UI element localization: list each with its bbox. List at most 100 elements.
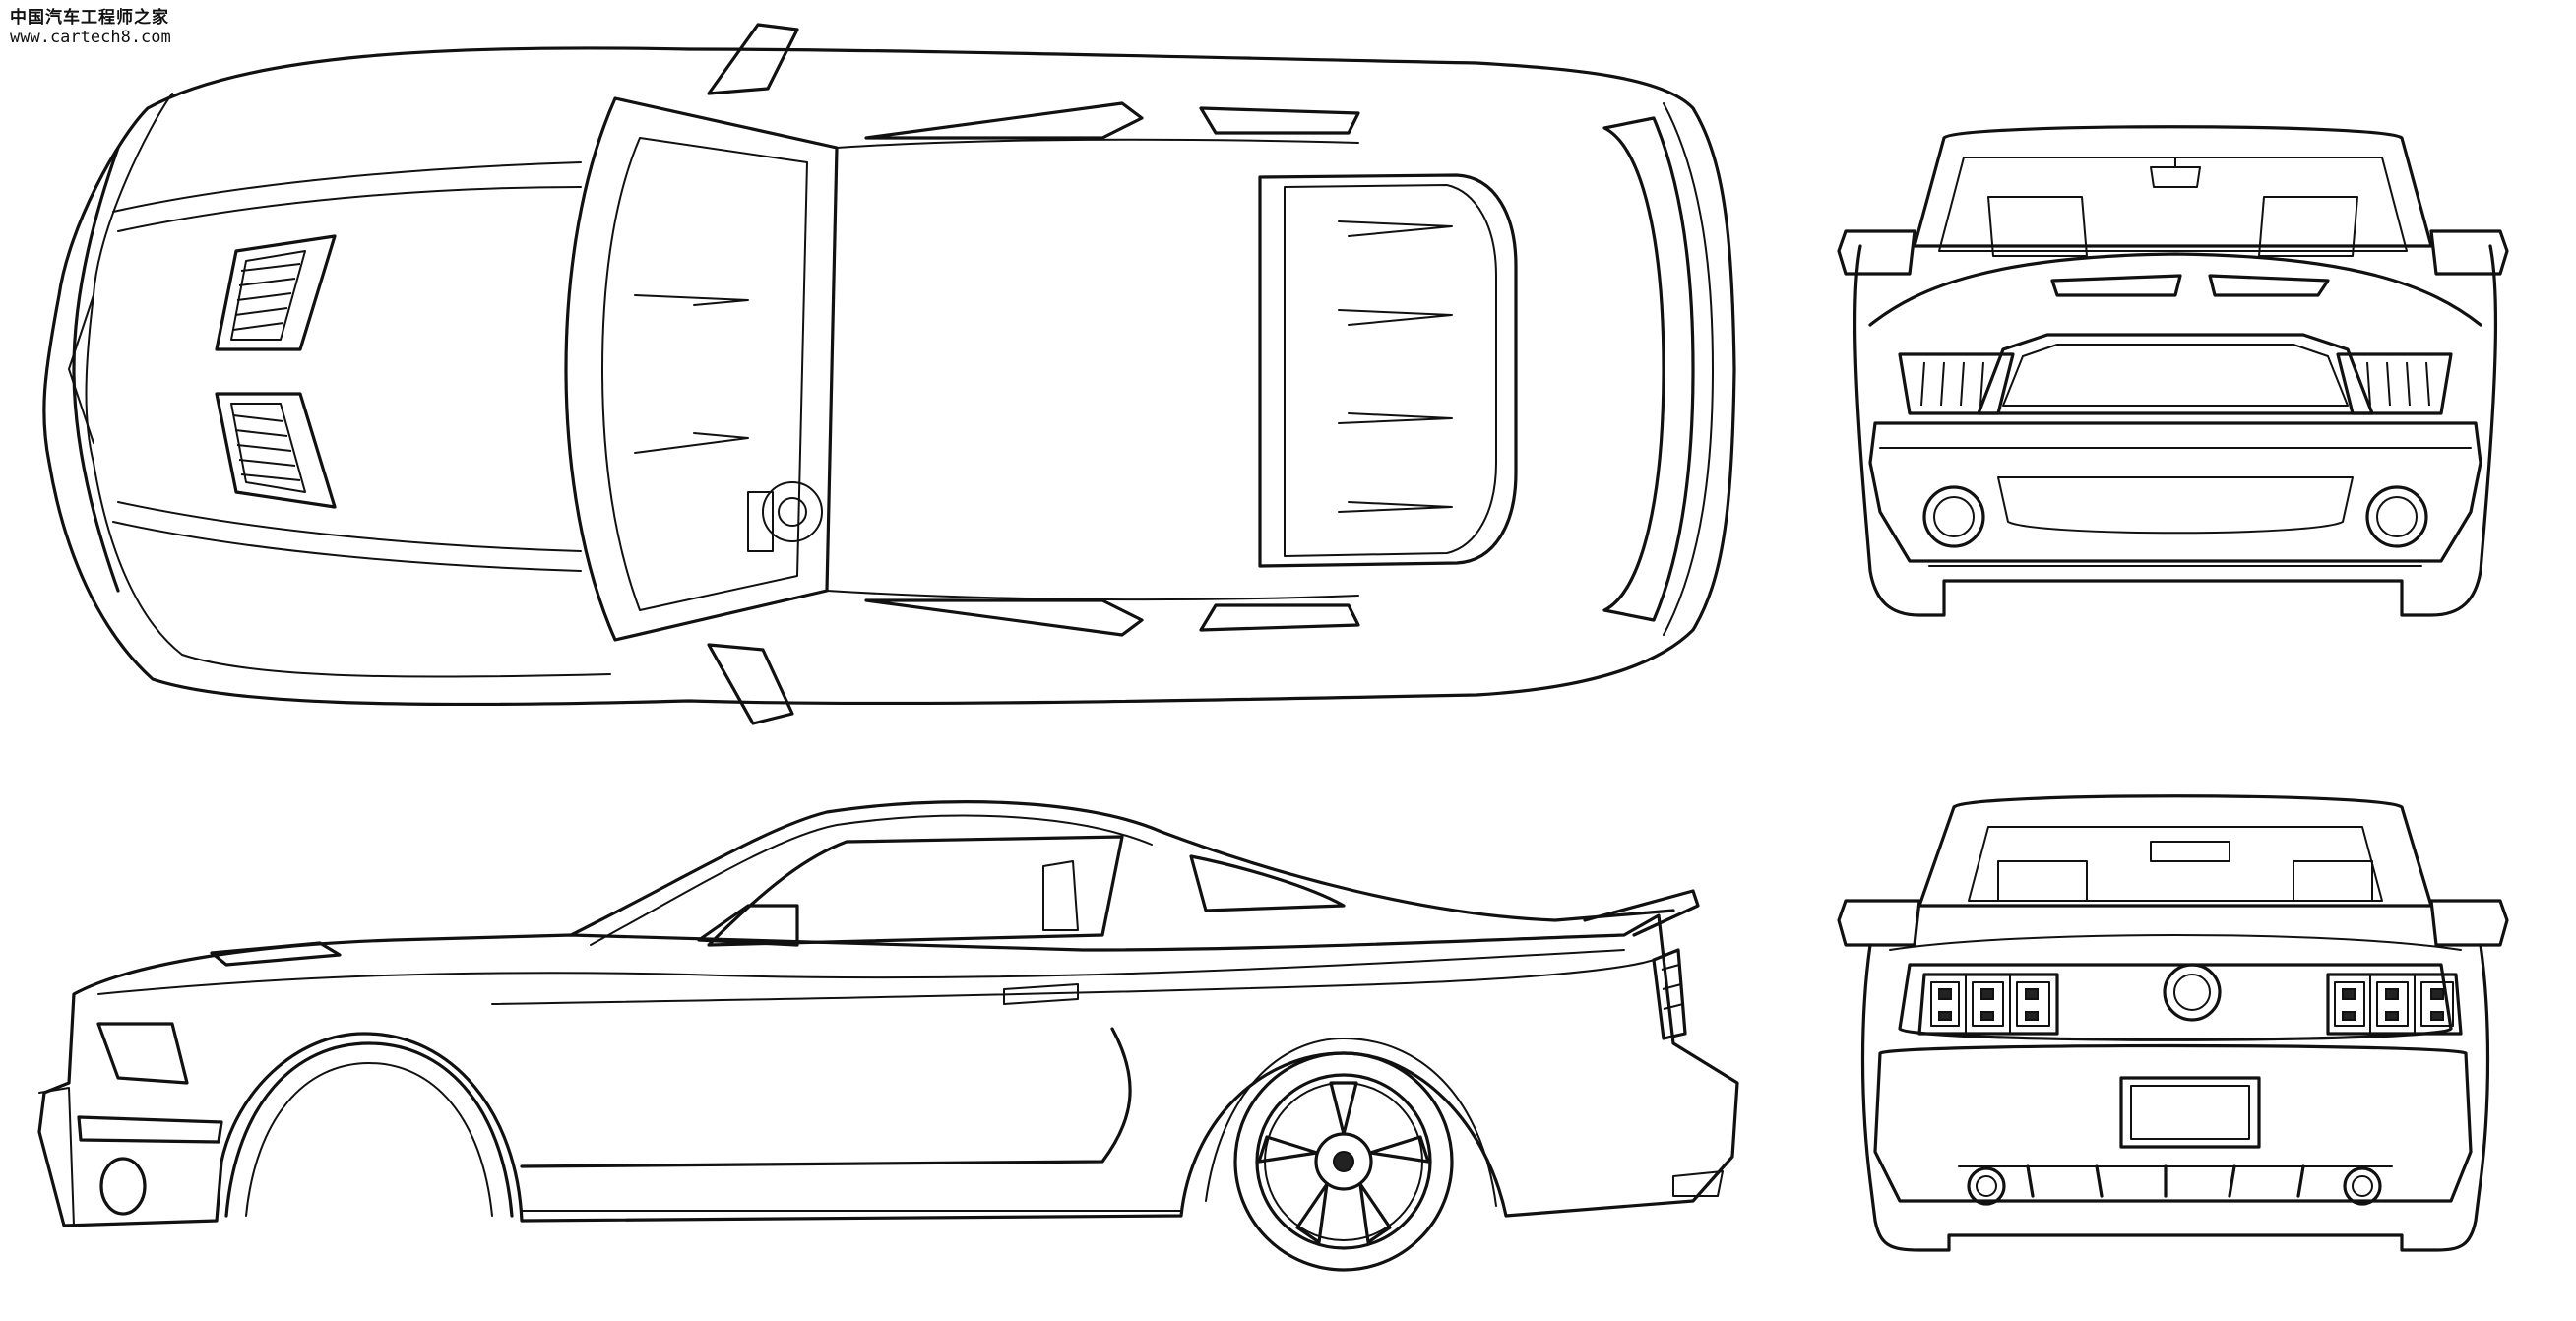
rear-view-deck-line	[1889, 934, 2462, 951]
side-view-headlight	[96, 1022, 189, 1085]
rear-view-taillight-left-bulbs	[1938, 988, 2039, 1021]
top-view-body-outline	[42, 46, 1736, 707]
side-view-foglight	[99, 1157, 147, 1216]
top-view-hood-vent-lower	[215, 392, 337, 509]
top-view-rear-window-defroster	[1338, 220, 1453, 513]
top-view-side-scoop-upper-rear	[1199, 106, 1360, 135]
top-view-seat-block	[747, 491, 774, 552]
front-view-side-mirror-left	[1837, 229, 1916, 276]
rear-view-taillight-right-bulbs	[2342, 988, 2444, 1021]
front-view-foglight-left	[1922, 485, 1985, 548]
rear-view-exhaust-right	[2343, 1166, 2382, 1206]
front-view-foglight-left-inner	[1933, 496, 1975, 537]
front-view-headlight-right	[2336, 352, 2453, 415]
front-view-grille-opening	[1977, 333, 2374, 415]
rear-view-taillight-left-segments	[1930, 974, 2050, 1035]
rear-view-headrest-right	[2293, 860, 2373, 902]
top-view-inner-outline	[85, 93, 611, 678]
front-view-grille-inner	[2002, 344, 2349, 407]
top-view-hood-vent-lower-grille	[232, 414, 301, 481]
rear-view-license-plate-frame	[2119, 1076, 2261, 1149]
rear-view-taillight-left	[1917, 973, 2059, 1036]
front-view-headlight-left-detail	[1920, 361, 1984, 407]
rear-view-diffuser-fins	[2026, 1164, 2305, 1198]
side-view-rear-wheel-spokes	[1257, 1081, 1430, 1244]
front-view-headlight-left	[1898, 352, 2015, 415]
side-view-rear-bumper-step	[1672, 1170, 1724, 1197]
top-view-hood-vent-lower-inner	[230, 403, 306, 493]
side-view	[37, 800, 1739, 1272]
rear-view-license-plate	[2130, 1085, 2250, 1140]
front-view-side-mirror-right	[2429, 229, 2509, 276]
top-view-hood-vent-upper-inner	[230, 250, 306, 341]
top-view-mirror-upper	[707, 23, 799, 95]
watermark-url: www.cartech8.com	[10, 28, 171, 48]
top-view-trunk-spoiler	[1602, 116, 1695, 622]
top-view-side-scoop-upper-front	[864, 101, 1144, 140]
side-view-roofline-inner	[590, 814, 1153, 946]
front-view-body-outline	[1853, 244, 2498, 617]
front-view-foglight-right	[2365, 485, 2428, 548]
top-view-side-scoop-lower-rear	[1199, 603, 1360, 632]
side-view-beltline	[491, 959, 1655, 1005]
rear-view-taillight-right	[2326, 973, 2463, 1036]
top-view-hood-stripe-upper	[112, 161, 582, 213]
top-view-roof-line-lower	[826, 590, 1359, 601]
top-view-windshield-glass	[601, 137, 808, 611]
top-view-hood-stripe-lower	[112, 521, 582, 572]
front-view-hood-vent-left	[2050, 274, 2182, 297]
top-view-rear-window	[1258, 173, 1518, 568]
rear-view-bumper	[1873, 1043, 2473, 1203]
side-view-front-splitter	[38, 1087, 75, 1227]
top-view-steering-hub	[778, 497, 807, 527]
front-view-hood-vent-right	[2208, 274, 2330, 297]
rear-view-taillight-right-segments	[2334, 974, 2454, 1035]
front-view-rearview-mirror	[2150, 166, 2201, 188]
side-view-hood-scoop	[210, 941, 342, 967]
side-view-body-outline	[37, 913, 1739, 1227]
side-view-taillight	[1652, 948, 1687, 1040]
side-view-mirror	[697, 904, 799, 947]
top-view-trunk-edge	[1663, 102, 1714, 636]
rear-view-third-brakelight	[2150, 841, 2230, 862]
front-view	[1837, 125, 2509, 617]
front-view-bumper	[1868, 421, 2482, 563]
front-view-roof	[1913, 125, 2433, 248]
rear-view-exhaust-left-inner	[1976, 1175, 1997, 1197]
side-view-rear-spoiler	[1583, 889, 1700, 937]
rear-view-emblem-inner	[2173, 974, 2211, 1011]
side-view-rear-hub-cap	[1333, 1151, 1354, 1172]
front-view-windshield	[1938, 157, 2408, 252]
watermark: 中国汽车工程师之家 www.cartech8.com	[10, 8, 171, 48]
rear-view-emblem	[2163, 963, 2222, 1022]
top-view-mirror-lower	[707, 643, 794, 725]
side-view-rear-rim	[1255, 1073, 1432, 1250]
side-view-door-scoop	[520, 1027, 1132, 1168]
rear-view-body-outline	[1860, 943, 2490, 1252]
top-view-hood-vent-upper	[215, 234, 337, 351]
rear-view-side-mirror-right	[2429, 899, 2509, 947]
rear-view-rear-window	[1968, 826, 2383, 902]
top-view-roof-line-upper	[836, 138, 1359, 149]
side-view-rear-arch	[1205, 1038, 1497, 1207]
side-view-quarter-window	[1189, 854, 1346, 912]
side-view-door-window	[707, 835, 1124, 947]
top-view-hood-stripe-upper-2	[117, 186, 582, 232]
watermark-chinese: 中国汽车工程师之家	[10, 8, 169, 28]
rear-view-exhaust-right-inner	[2352, 1175, 2373, 1197]
side-view-door-handle	[1003, 983, 1079, 1005]
top-view-windshield-frame	[564, 96, 839, 642]
side-view-front-arch-inner	[245, 1062, 493, 1217]
side-view-shoulder-line	[97, 949, 1625, 995]
side-view-roofline	[569, 800, 1675, 937]
top-view	[42, 23, 1736, 725]
rear-view-headrest-left	[1997, 860, 2088, 902]
top-view-front-fascia	[68, 294, 94, 444]
front-view-seat-left	[1987, 196, 2088, 257]
side-view-taillight-detail	[1661, 964, 1684, 1010]
top-view-front-bumper	[72, 146, 120, 593]
front-view-hood	[1868, 252, 2482, 327]
side-view-rear-tire	[1233, 1051, 1454, 1272]
front-view-headlight-right-detail	[2366, 361, 2430, 407]
